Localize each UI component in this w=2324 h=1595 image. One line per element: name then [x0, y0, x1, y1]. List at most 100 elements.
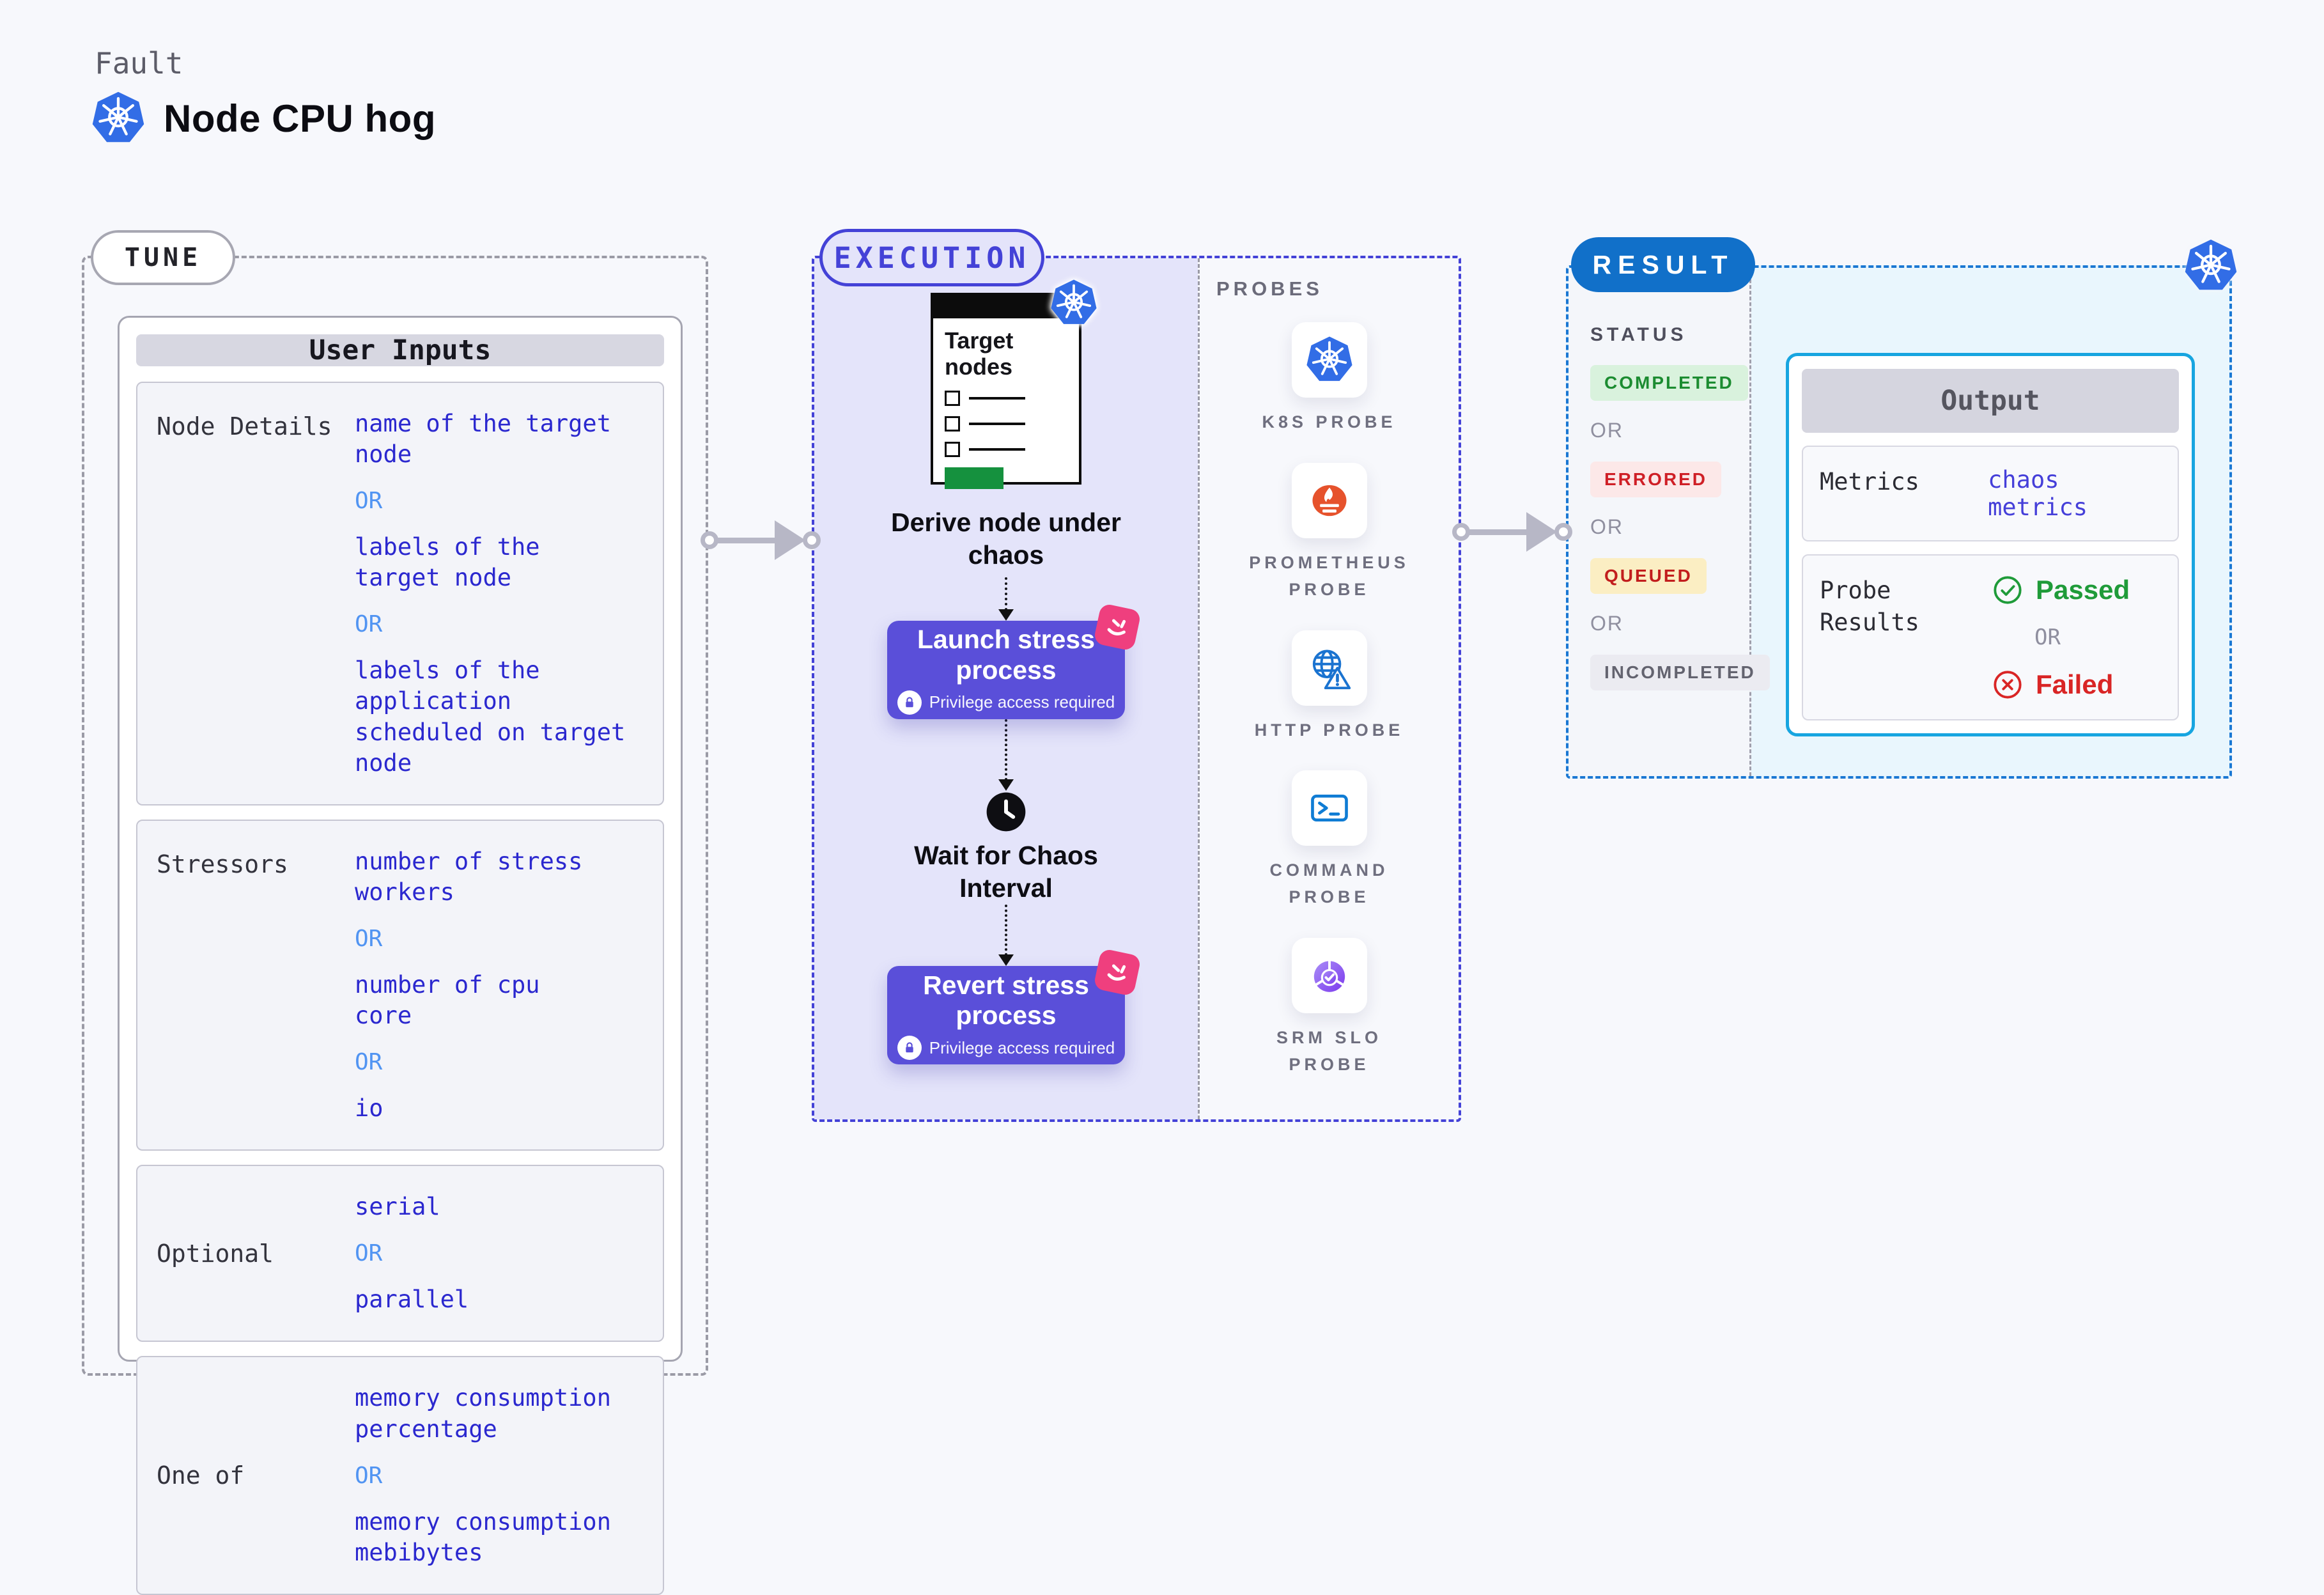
fault-kicker: Fault [95, 46, 183, 81]
probe-card-command[interactable] [1291, 770, 1367, 846]
row-label: Optional [157, 1239, 274, 1268]
status-heading: STATUS [1590, 324, 1687, 345]
result-pill[interactable]: RESULT [1571, 237, 1755, 292]
terminal-icon [1305, 783, 1354, 833]
option-value: labels of the application scheduled on t… [355, 657, 626, 777]
srm-slo-icon [1305, 951, 1354, 1000]
checkbox-icon [945, 416, 960, 432]
derive-node-label: Derive node under chaos [891, 508, 1121, 570]
result-panel: RESULT STATUS COMPLETED OR ERRORED OR QU… [1566, 237, 2232, 779]
status-badge-incompleted: INCOMPLETED [1590, 655, 1770, 690]
tune-to-execution-arrow [701, 520, 823, 561]
execution-flow: Target nodes Derive node under chaos Lau… [814, 258, 1198, 1119]
or-label: OR [1590, 612, 1623, 635]
probe-label: COMMAND PROBE [1269, 860, 1389, 907]
check-circle-icon [1992, 575, 2023, 605]
lock-icon [897, 1036, 922, 1061]
launch-stress-button[interactable]: Launch stress process Privilege access r… [887, 602, 1142, 719]
probe-label: K8S PROBE [1262, 412, 1397, 432]
revert-stress-label: Revert stress process [923, 970, 1089, 1030]
clock-icon [985, 791, 1027, 833]
probe-card-http[interactable] [1291, 630, 1367, 706]
wait-chaos-label: Wait for Chaos Interval [914, 840, 1098, 903]
arrow-right-icon [775, 520, 805, 560]
output-card: Output Metrics chaos metrics Probe Resul… [1786, 353, 2195, 736]
kubernetes-icon [2183, 238, 2238, 293]
probe-results-row: Probe Results Passed OR Failed [1802, 554, 2179, 720]
http-globe-icon [1305, 643, 1354, 693]
option-value: labels of the target node [355, 533, 540, 592]
or-label: OR [355, 1049, 383, 1076]
probe-card-k8s[interactable] [1291, 322, 1367, 398]
tune-panel: TUNE User Inputs Node Details name of th… [82, 230, 708, 1595]
or-label: OR [1590, 515, 1623, 538]
probes-panel: PROBES K8S PROBE PROMETHEUS PROBE HTTP P… [1198, 258, 1459, 1119]
target-nodes-label: Target nodes [945, 327, 1014, 380]
status-column: STATUS COMPLETED OR ERRORED OR QUEUED OR… [1569, 268, 1770, 776]
or-label: OR [355, 611, 383, 638]
privilege-note: Privilege access required [929, 1038, 1115, 1057]
probe-card-prometheus[interactable] [1291, 462, 1367, 538]
execution-panel: EXECUTION Target nodes Derive node under… [812, 229, 1461, 1122]
litmus-chaos-icon [1093, 602, 1142, 651]
option-value: number of stress workers [355, 847, 583, 906]
probe-results-label: Probe Results [1820, 577, 1919, 636]
metrics-label: Metrics [1820, 468, 1919, 495]
option-value: memory consumption percentage [355, 1384, 611, 1443]
kubernetes-icon [1050, 279, 1098, 327]
status-badge-completed: COMPLETED [1590, 365, 1748, 401]
row-label: Node Details [157, 412, 332, 440]
prometheus-icon [1305, 476, 1354, 525]
option-value: name of the target node [355, 410, 611, 469]
or-label: OR [355, 925, 383, 952]
page-header: Node CPU hog [91, 91, 436, 146]
target-nodes-window: Target nodes [931, 293, 1081, 489]
kubernetes-icon [91, 91, 146, 146]
user-inputs-title: User Inputs [136, 334, 664, 366]
option-value: memory consumption mebibytes [355, 1507, 611, 1566]
probe-card-srm-slo[interactable] [1291, 938, 1367, 1014]
option-value: io [355, 1094, 383, 1123]
failed-label: Failed [2036, 669, 2114, 699]
page-title: Node CPU hog [164, 97, 436, 140]
passed-label: Passed [2036, 575, 2130, 605]
probe-label: HTTP PROBE [1254, 720, 1404, 740]
output-title: Output [1802, 369, 2179, 433]
arrow-down-icon [998, 954, 1014, 966]
lock-icon [897, 690, 922, 715]
arrow-down-icon [998, 609, 1014, 621]
arrow-right-icon [1526, 512, 1557, 552]
execution-to-result-arrow [1452, 511, 1575, 552]
status-badge-errored: ERRORED [1590, 462, 1722, 497]
revert-stress-button[interactable]: Revert stress process Privilege access r… [887, 948, 1142, 1064]
checkbox-icon [945, 441, 960, 457]
metrics-value: chaos metrics [1988, 466, 2088, 521]
option-value: serial [355, 1193, 440, 1221]
flow-connector [1005, 719, 1007, 781]
metrics-row: Metrics chaos metrics [1802, 446, 2179, 541]
option-value: parallel [355, 1286, 469, 1314]
or-label: OR [355, 1240, 383, 1267]
execution-pill[interactable]: EXECUTION [819, 229, 1044, 286]
checkbox-icon [945, 390, 960, 406]
input-row-one-of: One of memory consumption percentage OR … [136, 1356, 664, 1595]
or-label: OR [1590, 419, 1623, 442]
litmus-chaos-icon [1093, 948, 1142, 997]
or-label: OR [355, 488, 383, 515]
or-label: OR [2034, 625, 2061, 650]
input-row-node-details: Node Details name of the target node OR … [136, 382, 664, 805]
tune-pill[interactable]: TUNE [91, 230, 235, 285]
status-badge-queued: QUEUED [1590, 558, 1707, 594]
launch-stress-label: Launch stress process [917, 625, 1095, 685]
row-label: One of [157, 1461, 245, 1490]
privilege-note: Privilege access required [929, 692, 1115, 712]
window-green-button [945, 467, 1003, 489]
flow-connector [1005, 577, 1007, 611]
user-inputs-card: User Inputs Node Details name of the tar… [118, 316, 683, 1595]
flow-connector [1005, 905, 1007, 956]
or-label: OR [355, 1462, 383, 1489]
row-label: Stressors [157, 850, 288, 878]
input-row-stressors: Stressors number of stress workers OR nu… [136, 819, 664, 1151]
arrow-down-icon [998, 779, 1014, 791]
input-row-optional: Optional serial OR parallel [136, 1165, 664, 1342]
